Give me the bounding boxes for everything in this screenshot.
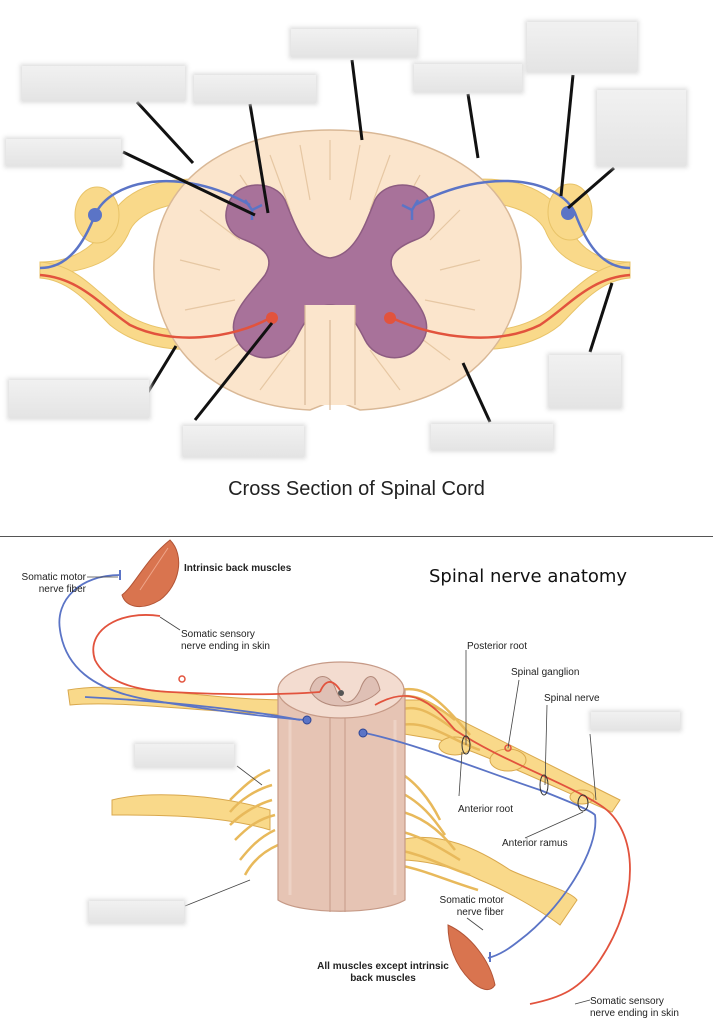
root-rings (461, 735, 589, 812)
intrinsic-back-muscle-shape (121, 539, 180, 608)
label-line: Somatic sensory (181, 629, 255, 640)
label-all-muscles: All muscles except intrinsic back muscle… (304, 961, 462, 985)
blank-label-dorsal-white-column[interactable] (291, 29, 417, 57)
blank-label-posterior-root[interactable] (22, 66, 185, 101)
blank-label-motor-root[interactable] (431, 424, 553, 450)
label-line: nerve fiber (456, 907, 504, 918)
label-spinal-ganglion: Spinal ganglion (511, 667, 580, 678)
blank-label-sensory-neuron[interactable] (6, 139, 121, 166)
label-line: nerve ending in skin (590, 1008, 679, 1019)
spinal-nerve-illustration (58, 539, 631, 1005)
grey-matter (225, 184, 435, 410)
panel-divider (0, 536, 713, 537)
cross-section-panel: Cross Section of Spinal Cord (6, 22, 686, 500)
blank-label-dorsal-root[interactable] (527, 22, 637, 72)
anatomy-title: Spinal nerve anatomy (429, 566, 628, 587)
blank-label-sensory-root[interactable] (414, 64, 522, 92)
limb-muscle-shape (447, 924, 496, 991)
label-line: Somatic sensory (590, 996, 664, 1007)
bottom-leader-lines (87, 576, 597, 1005)
sensory-cell-body (302, 715, 312, 725)
label-line: nerve fiber (38, 584, 86, 595)
left-motor-cell-body (266, 312, 278, 324)
motor-cell-body (358, 728, 368, 738)
upper-ganglion-cell (178, 675, 186, 683)
blank-label-anterior-roots[interactable] (89, 901, 184, 923)
blank-label-spinal-nerve[interactable] (549, 355, 621, 408)
label-line: Somatic motor (21, 572, 86, 583)
label-spinal-nerve: Spinal nerve (544, 693, 600, 704)
label-somatic-sensory-bottom: Somatic sensory nerve ending in skin (590, 996, 679, 1020)
label-line: All muscles except intrinsic (317, 961, 449, 972)
blank-label-ventral-root[interactable] (9, 380, 149, 418)
blank-label-dorsal-horn[interactable] (194, 75, 316, 103)
sensory-nerve-fiber (58, 574, 597, 959)
figure-caption: Cross Section of Spinal Cord (228, 478, 485, 500)
spinal-cord-3d (277, 661, 406, 912)
label-anterior-root: Anterior root (458, 804, 514, 815)
label-somatic-motor-top: Somatic motor nerve fiber (0, 572, 86, 596)
label-somatic-motor-bottom: Somatic motor nerve fiber (412, 895, 504, 919)
label-posterior-root: Posterior root (467, 641, 528, 652)
label-line: back muscles (350, 973, 416, 984)
label-somatic-sensory-top: Somatic sensory nerve ending in skin (181, 629, 270, 653)
motor-neuron-paths (39, 273, 631, 339)
label-line: nerve ending in skin (181, 641, 270, 652)
spinal-ganglion-cell (504, 744, 512, 752)
label-anterior-ramus: Anterior ramus (502, 838, 568, 849)
leader-lines (122, 59, 615, 423)
label-line: Somatic motor (439, 895, 504, 906)
spinal-nerve-anatomy-panel (0, 537, 713, 1024)
right-ganglion-cell-body (561, 206, 575, 220)
label-intrinsic-back-muscles: Intrinsic back muscles (184, 563, 292, 574)
blank-label-spinal-nerve-bottom[interactable] (591, 712, 680, 730)
left-ganglion-cell-body (88, 208, 102, 222)
blank-label-posterior-ramus[interactable] (135, 744, 234, 767)
right-synapse-icon (401, 199, 420, 220)
blank-label-ganglion[interactable] (597, 90, 686, 166)
cross-section-illustration (39, 59, 631, 423)
blank-label-ventral-horn[interactable] (183, 426, 304, 457)
motor-nerve-fiber (92, 614, 631, 1005)
right-motor-cell-body (384, 312, 396, 324)
